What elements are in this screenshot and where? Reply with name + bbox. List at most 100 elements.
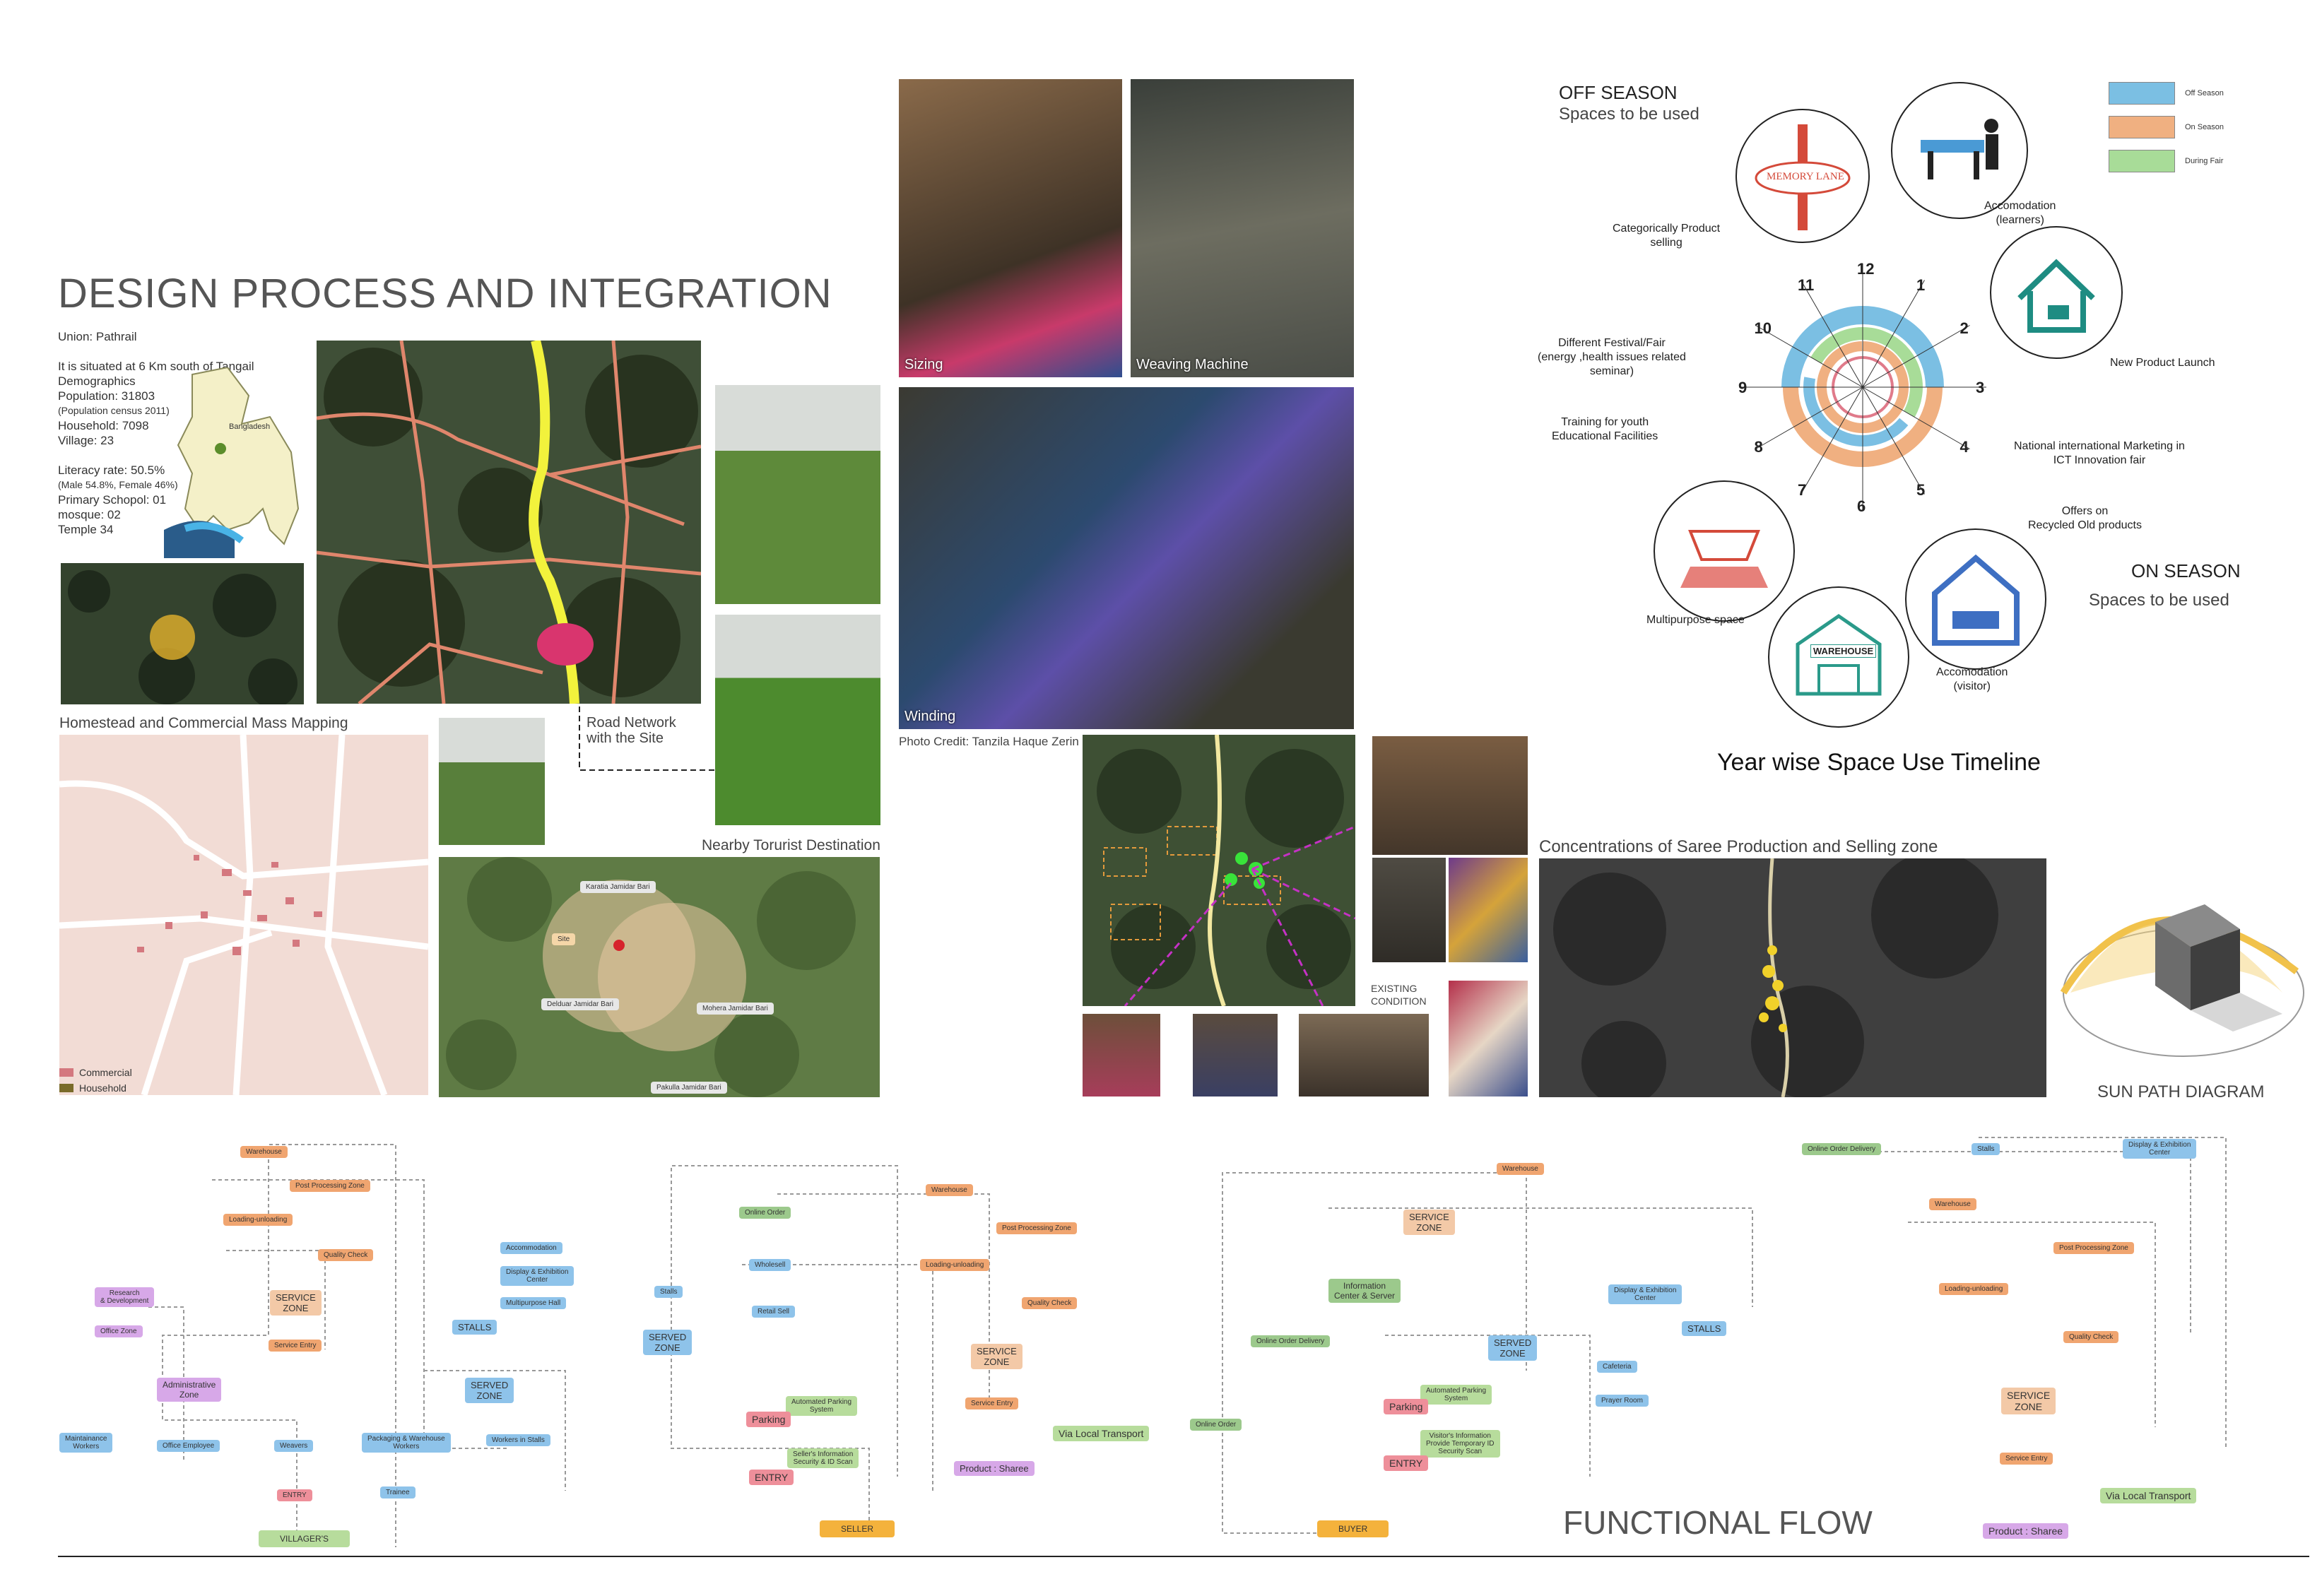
tourist-map: Site Karatia Jamidar Bari Delduar Jamida… (439, 857, 880, 1097)
flow-buyer-node: SERVED ZONE (1488, 1335, 1538, 1361)
month-spoke (1755, 325, 1863, 388)
flow-buyer-node: Information Center & Server (1328, 1279, 1401, 1303)
month-number: 3 (1976, 379, 1985, 396)
homestead-mass-map (59, 735, 428, 1095)
site-info-line: Temple 34 (58, 523, 114, 536)
legend-label: During Fair (2185, 157, 2224, 165)
season-arc (1803, 377, 1909, 447)
road-photo-1 (715, 385, 880, 604)
flow-villagers-node: Trainee (380, 1486, 416, 1499)
legend-swatch (2109, 150, 2175, 172)
flow-villagers-root: VILLAGER'S (259, 1530, 350, 1547)
functional-flow-lines (148, 1137, 2227, 1547)
month-number: 6 (1857, 497, 1866, 515)
month-number: 11 (1798, 276, 1815, 294)
flow-villagers-node: Warehouse (240, 1146, 288, 1158)
road-photo-3 (439, 718, 545, 845)
flow-buyer-node: Online Order (1190, 1419, 1242, 1431)
month-number: 1 (1916, 276, 1926, 294)
flow-buyer-node: Visitor's Information Provide Temporary … (1420, 1430, 1500, 1458)
flow-buyer-node: Automated Parking System (1420, 1385, 1492, 1405)
flow-product-node: Post Processing Zone (2053, 1242, 2134, 1254)
bangladesh-map: Bangladesh (164, 367, 305, 558)
memory-lane-circle: MEMORY LANE (1735, 109, 1870, 243)
flow-villagers-node: SERVED ZONE (465, 1378, 514, 1403)
flow-villagers-node: Office Employee (157, 1440, 220, 1452)
flow-seller-node: SERVED ZONE (643, 1330, 693, 1355)
month-spoke (1862, 386, 1925, 495)
site-marker: Site (552, 933, 576, 945)
flow-villagers-node: ENTRY (277, 1489, 312, 1501)
flow-seller-node: Stalls (654, 1286, 683, 1298)
flow-villagers-node: Workers in Stalls (486, 1434, 550, 1446)
flow-seller-node: Online Order (739, 1207, 791, 1219)
flow-seller-node: Via Local Transport (1053, 1426, 1150, 1441)
flow-villagers-node: SERVICE ZONE (270, 1290, 322, 1316)
flow-villagers-node: STALLS (452, 1320, 497, 1335)
month-spoke (1862, 386, 1970, 449)
winding-photo: Winding (899, 387, 1354, 729)
existing-photo-2 (1372, 858, 1446, 962)
timeline-activity-label: Offers on Recycled Old products (2028, 505, 2142, 531)
bottom-divider (58, 1556, 2309, 1557)
month-number: 2 (1959, 319, 1969, 337)
weaving-caption: Weaving Machine (1136, 357, 1249, 372)
existing-photo-6 (1193, 1014, 1278, 1096)
site-info-line: Village: 23 (58, 434, 114, 447)
season-arc (1817, 341, 1909, 433)
flow-villagers-node: Office Zone (95, 1325, 143, 1337)
sizing-caption: Sizing (904, 357, 943, 372)
legend-label: Household (79, 1082, 126, 1094)
flow-buyer-node: Display & Exhibition Center (1608, 1284, 1682, 1304)
month-spoke (1755, 386, 1863, 449)
timeline-activity-label: Different Festival/Fair (energy ,health … (1538, 337, 1686, 377)
on-season-sub: Spaces to be used (2089, 591, 2229, 610)
flow-seller-node: Quality Check (1022, 1297, 1078, 1309)
flow-product-node: Loading-unloading (1939, 1283, 2009, 1295)
timeline-legend-item: Off Season (2109, 82, 2224, 105)
month-number: 7 (1798, 481, 1807, 500)
flow-seller-node: Automated Parking System (786, 1396, 858, 1416)
timeline-activity-label: New Product Launch (2110, 357, 2215, 369)
flow-product-node: Via Local Transport (2100, 1488, 2197, 1503)
road-network-map (317, 341, 701, 704)
sizing-photo: Sizing (899, 79, 1122, 377)
month-spoke (1862, 325, 1970, 388)
saree-site-map (1083, 735, 1355, 1006)
site-info-line: mosque: 02 (58, 508, 121, 521)
multipurpose-circle (1654, 480, 1795, 622)
flow-buyer-node: ENTRY (1384, 1455, 1429, 1471)
existing-photo-5 (1083, 1014, 1160, 1096)
timeline-title: Year wise Space Use Timeline (1717, 749, 2041, 776)
mass-legend-item: Commercial (59, 1067, 132, 1078)
on-season-title: ON SEASON (2131, 560, 2241, 581)
flow-product-node: SERVICE ZONE (2001, 1388, 2056, 1414)
site-info-line: Union: Pathrail (58, 330, 137, 343)
flow-villagers-node: Display & Exhibition Center (500, 1266, 574, 1286)
month-number: 10 (1754, 319, 1772, 337)
flow-product-node: Product : Sharee (1983, 1523, 2069, 1539)
site-info-line: Demographics (58, 374, 136, 388)
site-info: Union: Pathrail It is situated at 6 Km s… (58, 329, 270, 537)
off-season-sub: Spaces to be used (1559, 105, 1699, 124)
mass-legend-item: Household (59, 1082, 132, 1094)
existing-photo-7 (1299, 1014, 1429, 1096)
flow-seller-node: Parking (746, 1412, 791, 1427)
timeline-activity-label: National international Marketing in ICT … (2014, 440, 2185, 466)
country-label: Bangladesh (229, 422, 271, 431)
site-info-line: Primary Schopol: 01 (58, 493, 167, 507)
flow-villagers-node: Multipurpose Hall (500, 1297, 567, 1309)
flow-villagers-node: Service Entry (269, 1340, 322, 1352)
legend-label: Commercial (79, 1067, 132, 1078)
month-spoke (1862, 280, 1925, 388)
flow-villagers-node: Administrative Zone (157, 1378, 222, 1402)
flow-seller-node: Warehouse (926, 1184, 973, 1196)
timeline-activity-label: Accomodation (visitor) (1936, 666, 2008, 692)
flow-buyer-root: BUYER (1317, 1520, 1389, 1537)
flow-buyer-node: Warehouse (1497, 1163, 1544, 1175)
flow-villagers-node: Maintainance Workers (59, 1433, 113, 1453)
flow-villagers-node: Weavers (274, 1440, 314, 1452)
flow-villagers-node: Research & Development (95, 1287, 155, 1307)
